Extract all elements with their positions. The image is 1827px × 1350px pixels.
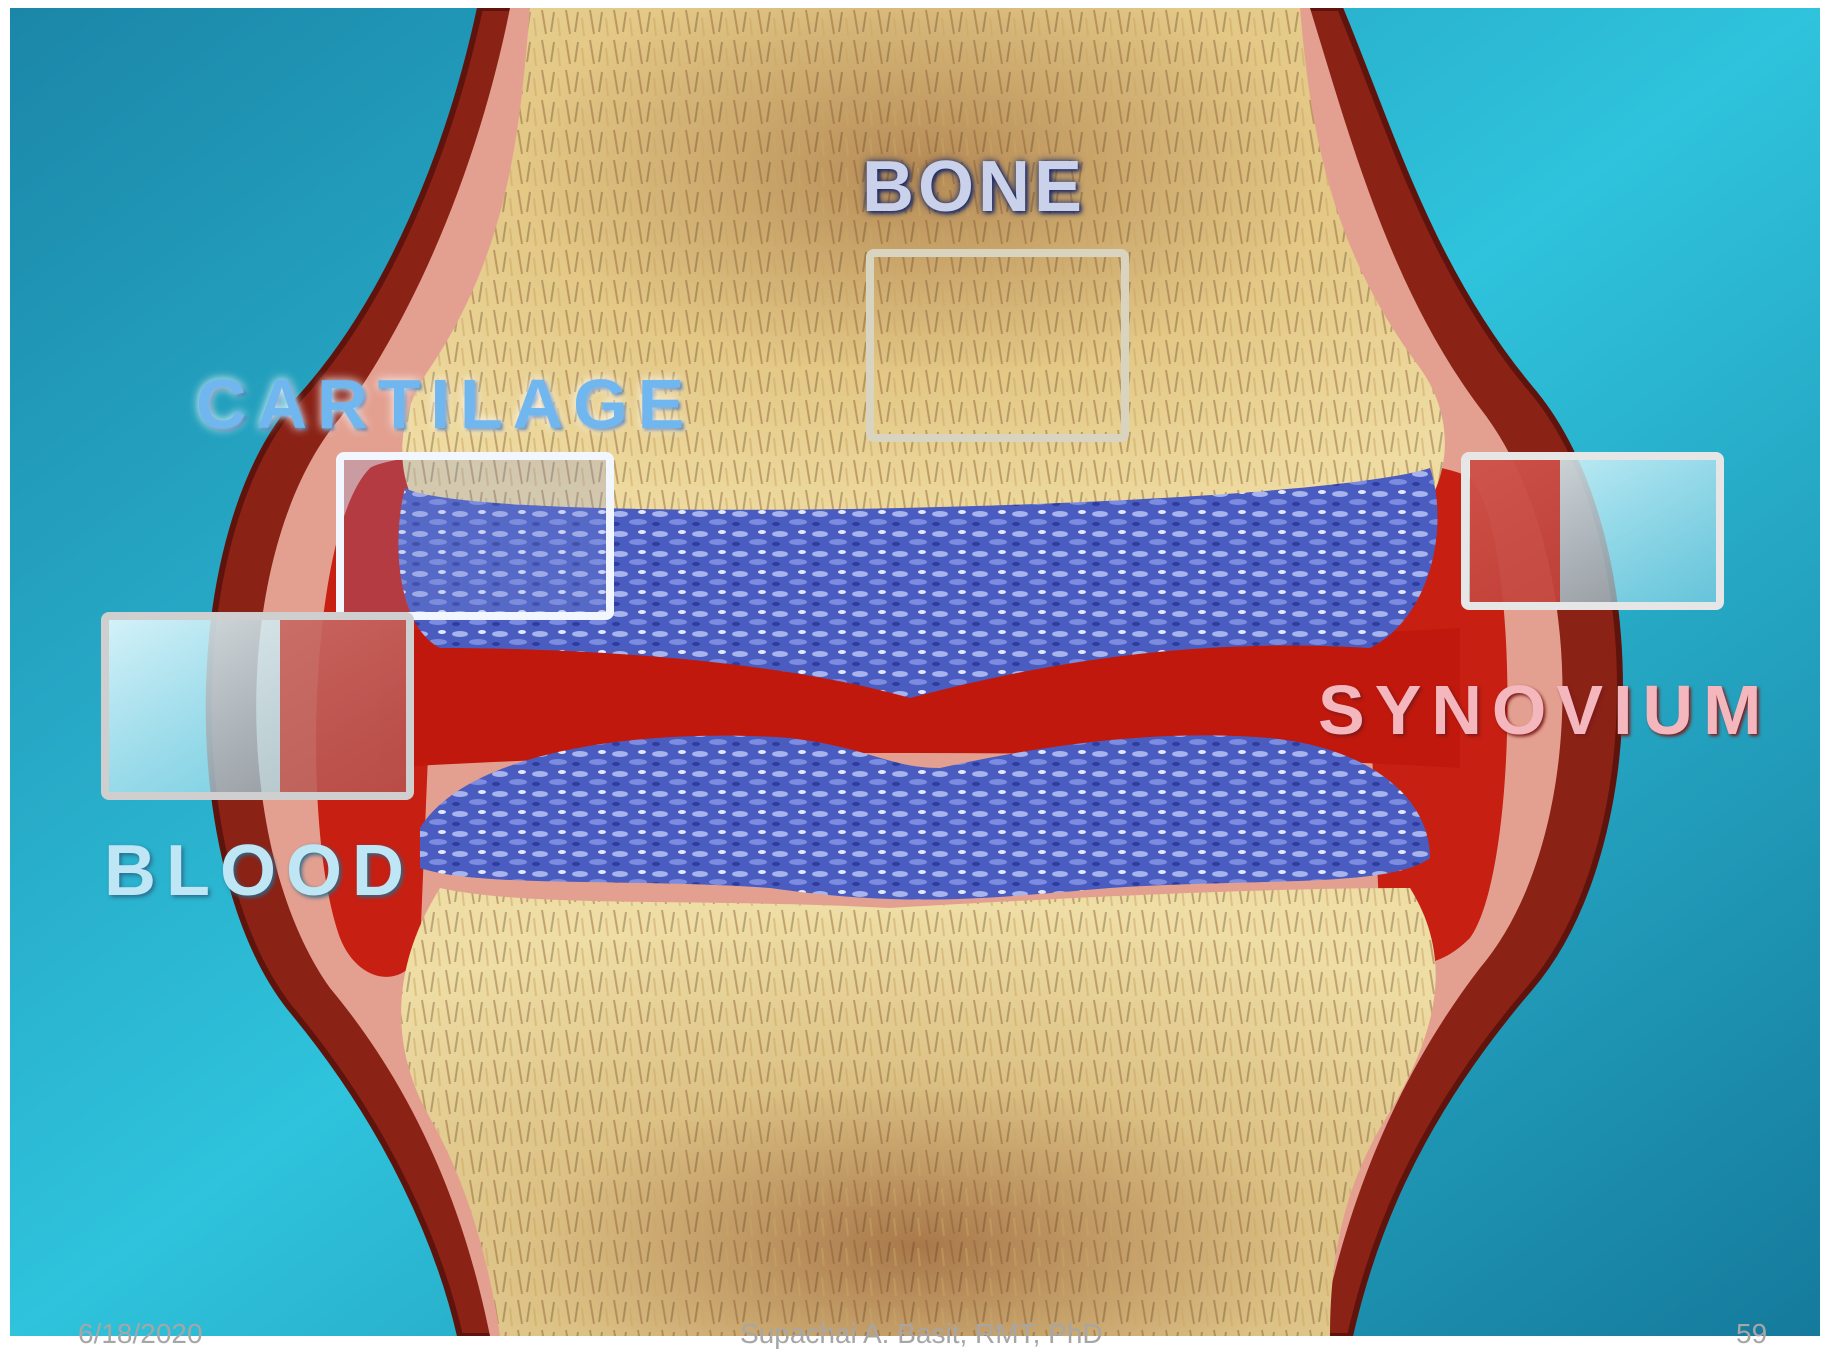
- synovium-label: SYNOVIUM: [1318, 670, 1771, 750]
- footer-date: 6/18/2020: [78, 1318, 203, 1350]
- bone-label: BONE: [862, 146, 1086, 228]
- footer-author: Supachai A. Basit, RMT, PhD: [740, 1318, 1103, 1350]
- blood-label: BLOOD: [104, 830, 414, 912]
- blood-callout-fill: [280, 620, 406, 792]
- cartilage-label: CARTILAGE: [196, 364, 694, 444]
- cartilage-callout-box: [340, 456, 610, 616]
- footer-page-number: 59: [1736, 1318, 1767, 1350]
- synovium-callout-fill: [1470, 460, 1560, 602]
